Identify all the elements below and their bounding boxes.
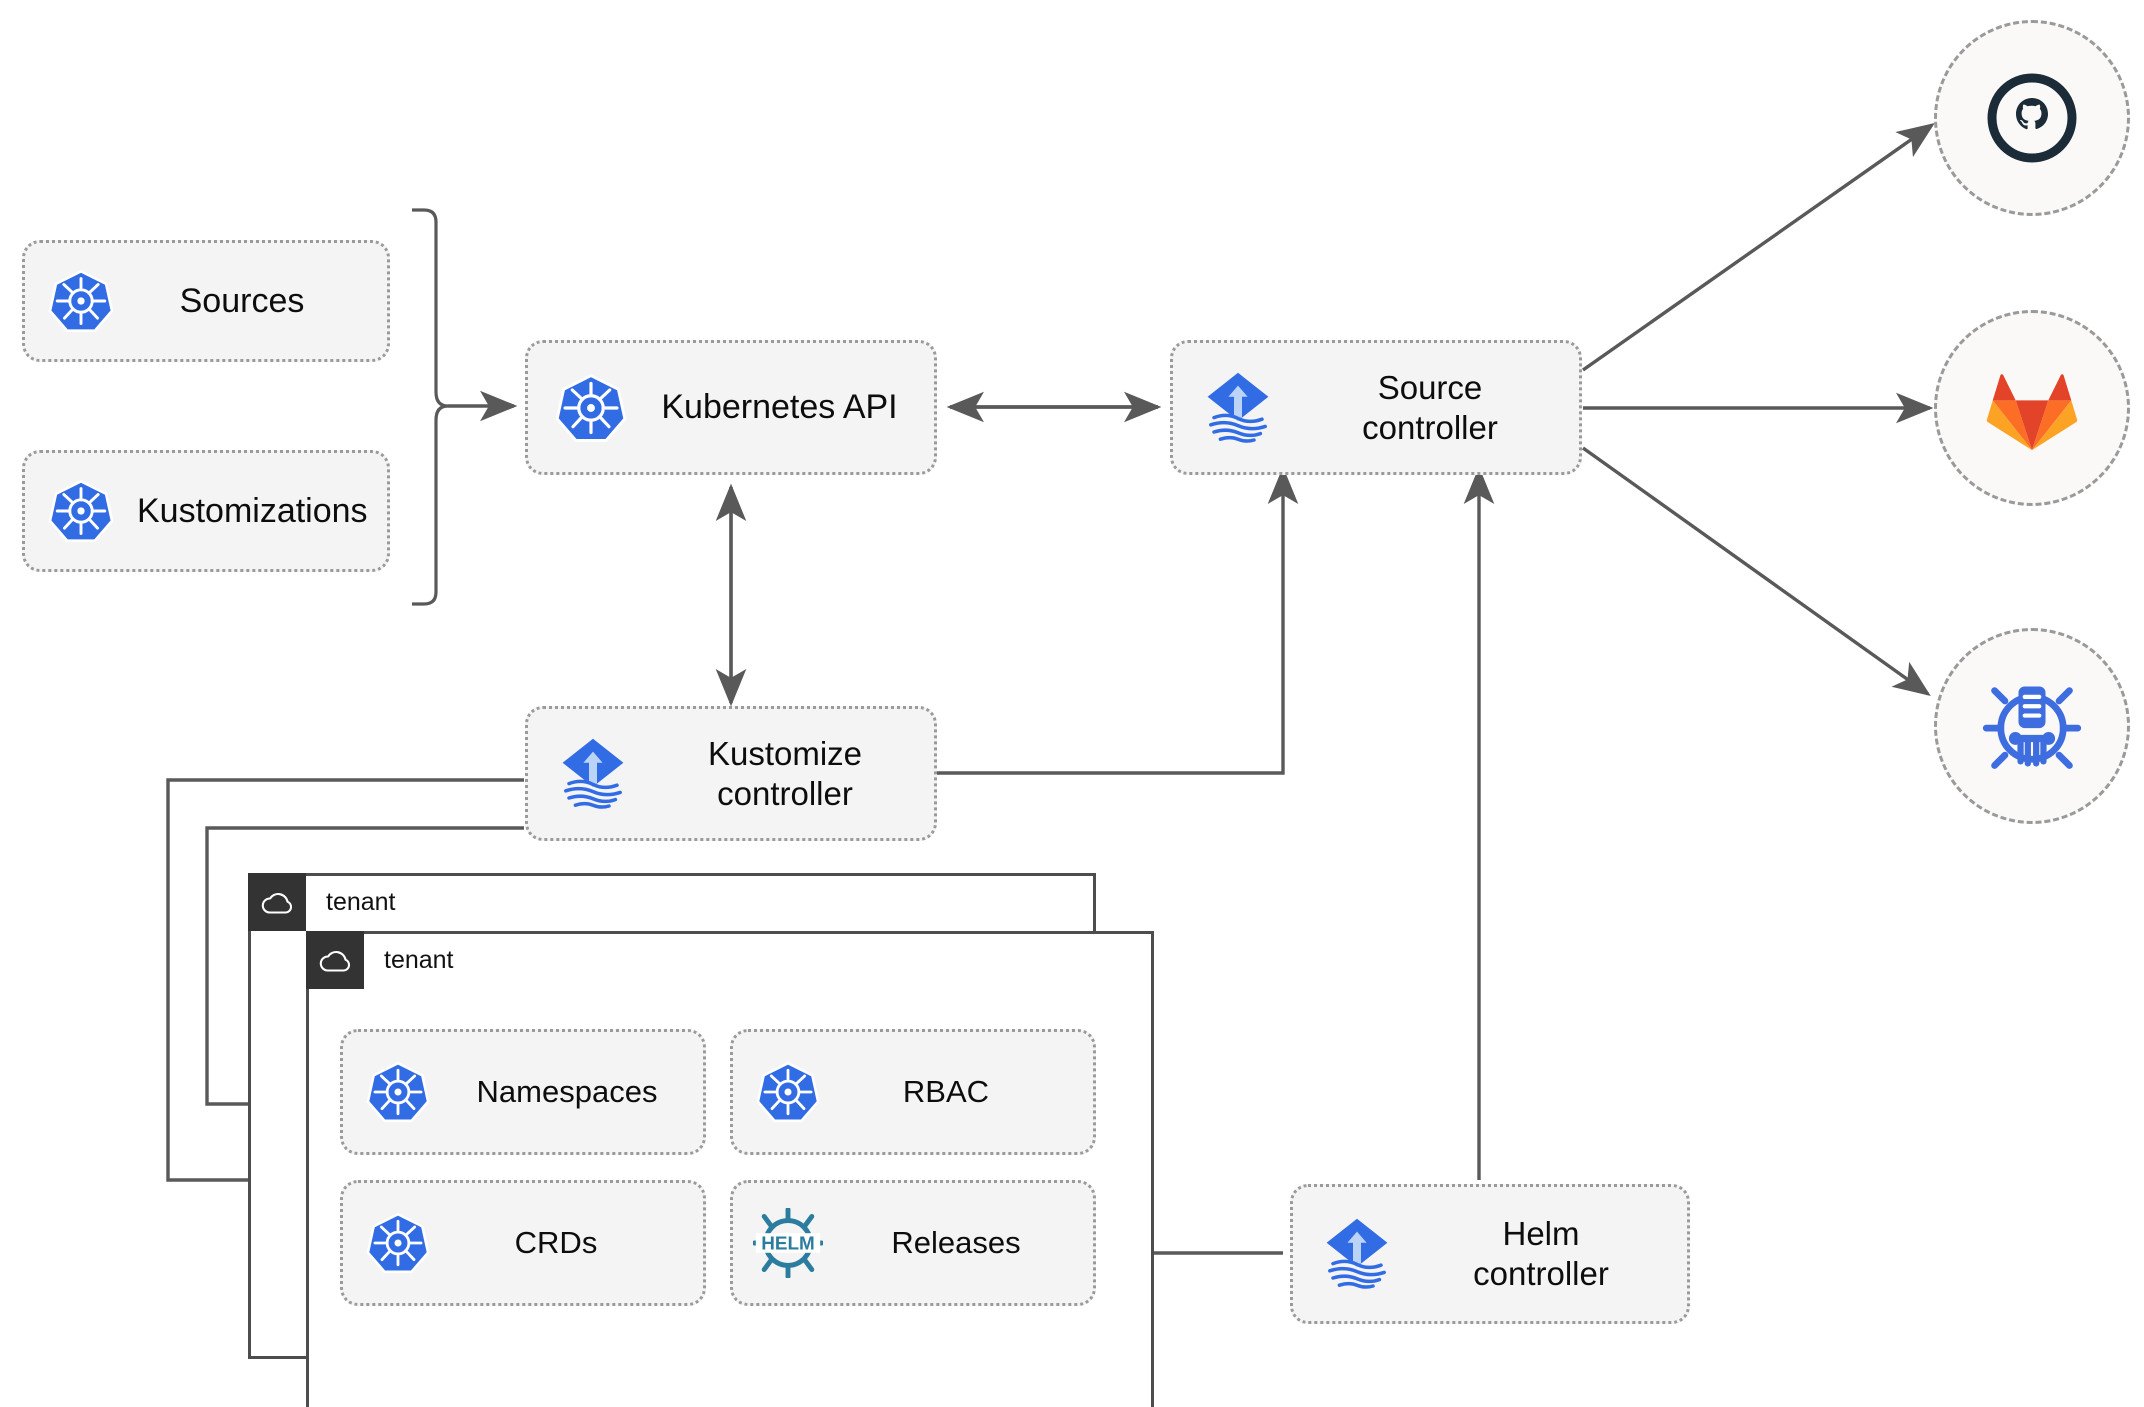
edge-kustomize-to-source (937, 466, 1299, 775)
node-kubernetes-api[interactable]: Kubernetes API (525, 340, 937, 475)
kubernetes-icon (343, 1211, 453, 1275)
edge-source-to-github (1582, 123, 1935, 372)
tenant-label-front: tenant (384, 945, 454, 974)
node-label: Kubernetes API (661, 388, 898, 427)
node-label-line2: controller (1473, 1255, 1609, 1292)
node-label-line2: controller (717, 774, 853, 812)
bracket-group (412, 208, 449, 606)
node-crds[interactable]: CRDs (340, 1180, 706, 1306)
node-label: RBAC (902, 1074, 990, 1110)
kubernetes-icon (733, 1060, 843, 1124)
node-kustomizations[interactable]: Kustomizations (22, 450, 390, 572)
external-source-gitlab[interactable] (1934, 310, 2130, 506)
external-source-helm-repository[interactable] (1934, 628, 2130, 824)
node-namespaces[interactable]: Namespaces (340, 1029, 706, 1155)
node-label: Namespaces (476, 1074, 658, 1110)
node-label: Source controller (1303, 368, 1579, 447)
node-label: Sources (179, 281, 305, 320)
github-icon (1987, 73, 2077, 163)
node-releases[interactable]: HELM Releases (730, 1180, 1096, 1306)
tenant-header-front: tenant (306, 931, 454, 989)
gitlab-icon (1986, 374, 2078, 451)
node-helm-controller[interactable]: Helm controller (1290, 1184, 1690, 1324)
node-sources[interactable]: Sources (22, 240, 390, 362)
tenant-header-back: tenant (248, 873, 396, 931)
kubernetes-icon (25, 478, 137, 544)
node-label: CRDs (514, 1225, 598, 1261)
helm-icon: HELM (733, 1208, 843, 1278)
flux-icon (528, 734, 658, 814)
node-rbac[interactable]: RBAC (730, 1029, 1096, 1155)
svg-text:HELM: HELM (761, 1233, 815, 1254)
cloud-icon (306, 931, 364, 989)
node-kustomize-controller[interactable]: Kustomize controller (525, 706, 937, 841)
kubernetes-icon (25, 268, 137, 334)
edge-source-to-helm-repo (1582, 446, 1931, 696)
node-label: Kustomize controller (658, 734, 934, 813)
tenant-label-back: tenant (326, 887, 396, 916)
node-label-line2: controller (1362, 408, 1498, 446)
kubernetes-icon (343, 1060, 453, 1124)
node-label-line1: Helm (1502, 1215, 1580, 1253)
node-label: Kustomizations (137, 491, 368, 530)
kubernetes-icon (528, 372, 653, 444)
tenant-container-front[interactable]: tenant (306, 931, 1154, 1407)
flux-icon (1173, 368, 1303, 448)
node-source-controller[interactable]: Source controller (1170, 340, 1582, 475)
helm-repository-icon (1982, 686, 2082, 769)
external-source-github[interactable] (1934, 20, 2130, 216)
node-label: Releases (891, 1225, 1021, 1261)
node-label: Helm controller (1421, 1214, 1687, 1293)
flux-icon (1293, 1214, 1421, 1294)
node-label-line1: Source (1377, 368, 1483, 406)
node-label-line1: Kustomize (707, 734, 863, 772)
cloud-icon (248, 873, 306, 931)
